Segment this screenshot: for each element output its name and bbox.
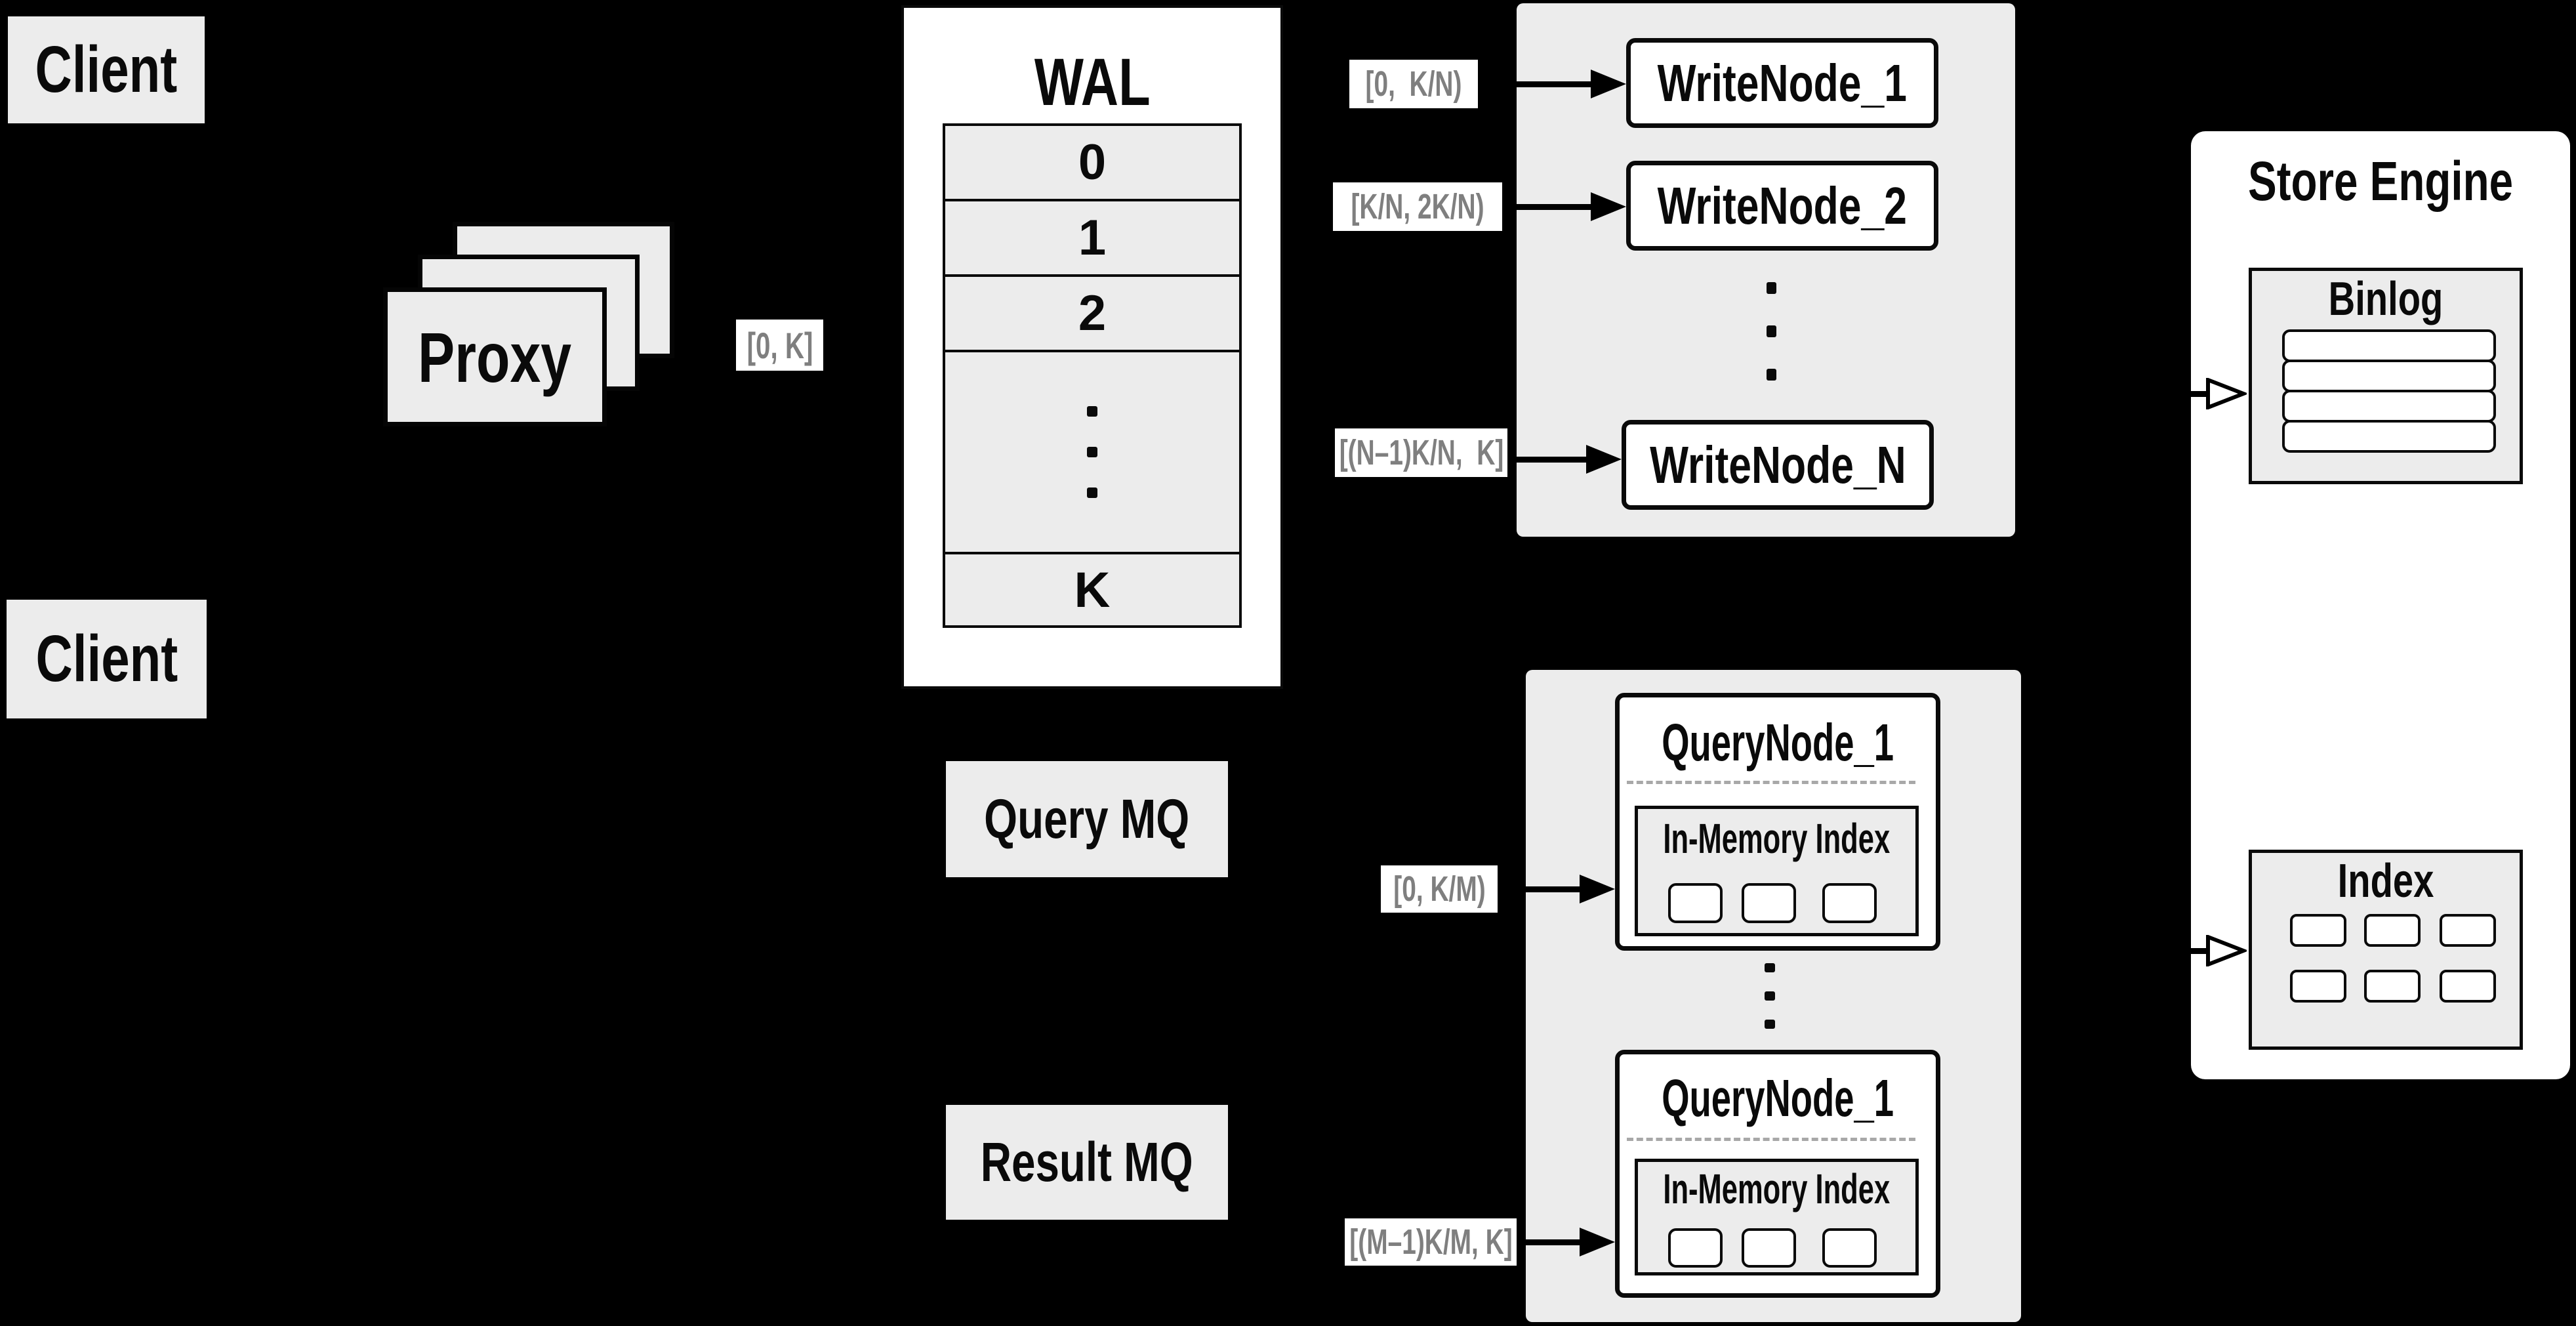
query-node-title-wrap: QueryNode_1 bbox=[1622, 1069, 1934, 1127]
in-memory-index-title: In-Memory Index bbox=[1663, 815, 1891, 862]
arrowhead-solid bbox=[1580, 875, 1615, 903]
arrowhead-open bbox=[2206, 378, 2247, 409]
arrow-line bbox=[2161, 948, 2209, 954]
proxy-label: Proxy bbox=[418, 317, 572, 397]
range-label-querynode-1: [0, K/M) bbox=[1381, 865, 1498, 913]
memory-cell bbox=[1668, 1228, 1723, 1268]
wal-row-value: 1 bbox=[1078, 210, 1107, 266]
query-node-title-wrap: QueryNode_1 bbox=[1622, 713, 1934, 772]
memory-cell bbox=[1742, 883, 1796, 923]
range-label-text: [0, K/N) bbox=[1365, 64, 1462, 104]
range-label-querynode-m: [(M–1)K/M, K] bbox=[1345, 1218, 1517, 1266]
arrow-line bbox=[1517, 1239, 1582, 1245]
index-cell bbox=[2290, 970, 2346, 1003]
index-cell bbox=[2364, 914, 2421, 947]
index-cell bbox=[2364, 970, 2421, 1003]
client-label: Client bbox=[35, 33, 178, 106]
wal-title-wrap: WAL bbox=[901, 44, 1283, 119]
client-label: Client bbox=[35, 622, 178, 695]
write-node-n: WriteNode_N bbox=[1622, 420, 1934, 510]
store-engine-title-wrap: Store Engine bbox=[2204, 150, 2557, 213]
arrowhead-solid bbox=[1580, 1228, 1615, 1256]
write-node-label: WriteNode_2 bbox=[1657, 176, 1908, 235]
range-label-text: [0, K/M) bbox=[1393, 869, 1486, 909]
arrowhead-solid bbox=[1591, 70, 1626, 98]
wal-table: 0 1 2 K bbox=[943, 123, 1242, 628]
client-box-bottom: Client bbox=[7, 600, 207, 718]
arrowhead-solid bbox=[1591, 192, 1626, 221]
range-label-writenode-2: [K/N, 2K/N) bbox=[1333, 182, 1502, 231]
wal-row-value: 0 bbox=[1078, 135, 1107, 190]
wal-title: WAL bbox=[1034, 44, 1151, 119]
proxy-box-front: Proxy bbox=[383, 287, 607, 426]
memory-cell bbox=[1668, 883, 1723, 923]
index-cell bbox=[2290, 914, 2346, 947]
wal-row: 0 bbox=[945, 126, 1239, 201]
range-label-text: [K/N, 2K/N) bbox=[1351, 187, 1484, 226]
write-node-2: WriteNode_2 bbox=[1626, 161, 1938, 251]
wal-row: 1 bbox=[945, 201, 1239, 277]
dashed-divider bbox=[1627, 1138, 1915, 1141]
binlog-row bbox=[2282, 329, 2496, 362]
arrowhead-open bbox=[2206, 935, 2247, 966]
arrow-line bbox=[1507, 457, 1589, 463]
write-node-label: WriteNode_1 bbox=[1657, 53, 1908, 112]
wal-row: 2 bbox=[945, 277, 1239, 352]
in-memory-index-title: In-Memory Index bbox=[1663, 1165, 1891, 1212]
range-label-writenode-n: [(N–1)K/N, K] bbox=[1335, 428, 1507, 477]
query-node-title: QueryNode_1 bbox=[1662, 1069, 1894, 1127]
index-box bbox=[2249, 850, 2523, 1050]
query-mq-label: Query MQ bbox=[984, 788, 1190, 850]
binlog-title-wrap: Binlog bbox=[2252, 273, 2520, 325]
binlog-row bbox=[2282, 420, 2496, 453]
arrow-line bbox=[1502, 204, 1593, 210]
binlog-title: Binlog bbox=[2328, 273, 2443, 325]
client-box-top: Client bbox=[8, 16, 205, 123]
arrow-line bbox=[1478, 81, 1593, 87]
index-cell bbox=[2440, 914, 2496, 947]
store-engine-title: Store Engine bbox=[2247, 150, 2514, 212]
range-label-proxy: [0, K] bbox=[736, 320, 823, 371]
query-mq-box: Query MQ bbox=[946, 761, 1228, 877]
arrowhead-solid bbox=[1586, 445, 1622, 474]
write-node-label: WriteNode_N bbox=[1649, 435, 1906, 494]
memory-cell bbox=[1742, 1228, 1796, 1268]
arrow-line bbox=[2161, 391, 2209, 397]
wal-row: K bbox=[945, 554, 1239, 625]
write-node-1: WriteNode_1 bbox=[1626, 38, 1938, 128]
memory-cell bbox=[1822, 883, 1877, 923]
dashed-divider bbox=[1627, 781, 1915, 784]
vertical-ellipsis bbox=[1766, 282, 1776, 381]
wal-row-value: 2 bbox=[1078, 285, 1107, 341]
in-memory-index-title-wrap: In-Memory Index bbox=[1640, 1165, 1913, 1212]
wal-row-value: K bbox=[1074, 562, 1111, 618]
result-mq-box: Result MQ bbox=[946, 1105, 1228, 1220]
range-label-text: [(M–1)K/M, K] bbox=[1349, 1222, 1513, 1262]
vertical-ellipsis bbox=[1087, 406, 1097, 498]
in-memory-index-title-wrap: In-Memory Index bbox=[1640, 815, 1913, 862]
wal-row-ellipsis bbox=[945, 352, 1239, 554]
binlog-row bbox=[2282, 390, 2496, 423]
index-title: Index bbox=[2337, 855, 2434, 907]
arrow-line bbox=[1498, 886, 1582, 892]
vertical-ellipsis bbox=[1765, 963, 1775, 1029]
index-title-wrap: Index bbox=[2252, 855, 2520, 907]
memory-cell bbox=[1822, 1228, 1877, 1268]
result-mq-label: Result MQ bbox=[981, 1131, 1193, 1193]
range-label-text: [0, K] bbox=[746, 324, 813, 366]
index-cell bbox=[2440, 970, 2496, 1003]
query-node-title: QueryNode_1 bbox=[1662, 713, 1894, 772]
range-label-writenode-1: [0, K/N) bbox=[1349, 60, 1478, 108]
binlog-row bbox=[2282, 360, 2496, 392]
range-label-text: [(N–1)K/N, K] bbox=[1339, 433, 1503, 472]
